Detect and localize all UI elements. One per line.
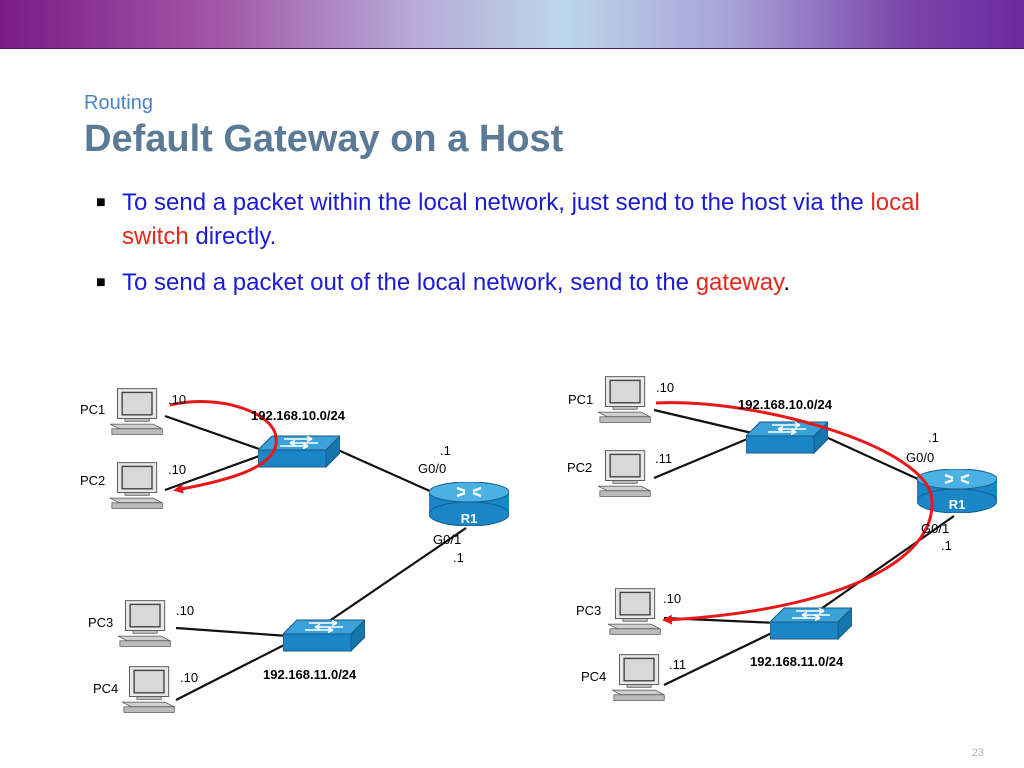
r1-g00-ip: .1 [440,443,451,458]
pc4-icon [122,666,175,714]
slide-title: Default Gateway on a Host [84,118,564,160]
bullet-highlight: local switch [122,189,920,250]
bullet-text: To send a packet out of the local networ… [122,269,696,296]
pc1-label: PC1 [80,402,105,417]
pc2-label: PC2 [567,460,592,475]
pc1-ip: .10 [168,392,186,407]
r1-g00-label: G0/0 [418,461,446,476]
link-line [321,527,467,627]
pc1-icon [110,388,163,436]
link-line [175,642,289,701]
switch-icon [283,619,365,652]
bullet-highlight: gateway [695,269,784,296]
r1-g00-ip: .1 [928,430,939,445]
pc1-ip: .10 [656,380,674,395]
page-number: 23 [971,747,984,759]
link-line [653,408,753,435]
network-top-label: 192.168.10.0/24 [251,408,346,423]
link-line [337,448,433,494]
pc1-label: PC1 [568,392,593,407]
pc3-label: PC3 [576,603,601,618]
red-path-arrow [169,400,278,494]
link-line [663,629,779,686]
network-top-label: 192.168.10.0/24 [738,397,833,412]
pc3-icon [118,600,171,648]
right-diagram: PC1 .10 PC2 .11 PC3 .10 PC4 .11 192.168.… [567,380,965,684]
header-band [0,0,1024,49]
router-name: R1 [949,497,966,512]
bullet-marker-icon: ■ [96,194,106,211]
network-bottom-label: 192.168.11.0/24 [750,654,844,669]
pc2-icon [110,462,163,510]
slide-subtitle: Routing [84,92,153,114]
left-diagram: PC1 .10 PC2 .10 PC3 .10 PC4 .10 192.168.… [80,392,477,696]
router-name: R1 [461,511,478,526]
pc4-ip: .10 [180,670,198,685]
bullet-text: To send a packet within the local networ… [122,189,871,216]
pc4-icon [612,654,665,702]
link-line [653,435,753,480]
link-line [164,414,263,452]
link-line [825,435,921,482]
r1-g01-ip: .1 [453,550,464,565]
pc4-label: PC4 [93,681,118,696]
network-graph [110,376,997,714]
pc3-ip: .10 [176,603,194,618]
pc1-icon [598,376,651,424]
bullet-item: ■ To send a packet out of the local netw… [96,266,976,300]
r1-g01-ip: .1 [941,538,952,553]
r1-g01-label: G0/1 [921,521,949,536]
bullet-text: . [783,269,790,296]
pc2-ip: .11 [655,451,672,466]
network-bottom-label: 192.168.11.0/24 [263,667,357,682]
r1-g01-label: G0/1 [433,532,461,547]
r1-g00-label: G0/0 [906,450,934,465]
pc3-icon [608,588,661,636]
pc2-icon [598,450,651,498]
link-line [807,515,955,619]
pc3-label: PC3 [88,615,113,630]
pc3-ip: .10 [663,591,681,606]
switch-icon [746,421,828,454]
bullet-list: ■ To send a packet within the local netw… [96,186,976,312]
pc2-label: PC2 [80,473,105,488]
switch-icon [258,435,340,468]
bullet-item: ■ To send a packet within the local netw… [96,186,976,254]
pc2-ip: .10 [168,462,186,477]
pc4-ip: .11 [669,657,686,672]
switch-icon [770,607,852,640]
pc4-label: PC4 [581,669,606,684]
link-line [175,626,289,638]
bullet-text: directly. [188,223,277,250]
red-path-arrow [655,401,934,625]
bullet-marker-icon: ■ [96,274,106,291]
